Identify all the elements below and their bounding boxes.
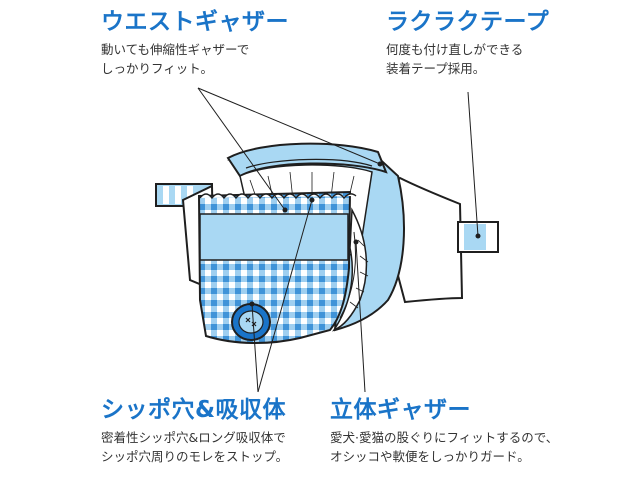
callout-leaders — [197, 87, 479, 393]
feature-description-line: シッポ穴周りのモレをストップ。 — [101, 449, 289, 464]
feature-description: 愛犬·愛猫の股ぐりにフィットするので、 オシッコや軟便をしっかりガード。 — [330, 428, 558, 466]
feature-description: 何度も付け直しができる 装着テープ採用。 — [386, 40, 549, 78]
tail-hole-icon — [231, 303, 271, 341]
feature-description: 動いても伸縮性ギャザーで しっかりフィット。 — [101, 40, 289, 78]
feature-title: 立体ギャザー — [330, 397, 471, 423]
feature-tail-hole: シッポ穴&吸収体 密着性シッポ穴&ロング吸収体で シッポ穴周りのモレをストップ。 — [101, 395, 288, 466]
feature-title: ウエストギャザー — [101, 9, 289, 35]
feature-description-line: 何度も付け直しができる — [386, 42, 524, 57]
right-tape-tab — [457, 221, 499, 253]
feature-title: シッポ穴&吸収体 — [101, 397, 287, 423]
feature-description-line: 愛犬·愛猫の股ぐりにフィットするので、 — [330, 430, 559, 445]
feature-leg-gather: 立体ギャザー 愛犬·愛猫の股ぐりにフィットするので、 オシッコや軟便をしっかりガ… — [330, 395, 558, 466]
feature-waist-gather: ウエストギャザー 動いても伸縮性ギャザーで しっかりフィット。 — [101, 7, 289, 78]
feature-description: 密着性シッポ穴&ロング吸収体で シッポ穴周りのモレをストップ。 — [101, 428, 288, 466]
front-ruffle — [199, 193, 357, 200]
feature-title: ラクラクテープ — [386, 9, 550, 35]
feature-description-line: しっかりフィット。 — [101, 61, 214, 76]
feature-easy-tape: ラクラクテープ 何度も付け直しができる 装着テープ採用。 — [386, 7, 549, 78]
feature-description-line: 装着テープ採用。 — [386, 61, 486, 76]
feature-description-line: 密着性シッポ穴&ロング吸収体で — [101, 430, 286, 445]
feature-description-line: オシッコや軟便をしっかりガード。 — [330, 449, 530, 464]
callout-dots — [249, 161, 481, 307]
feature-description-line: 動いても伸縮性ギャザーで — [101, 42, 250, 57]
